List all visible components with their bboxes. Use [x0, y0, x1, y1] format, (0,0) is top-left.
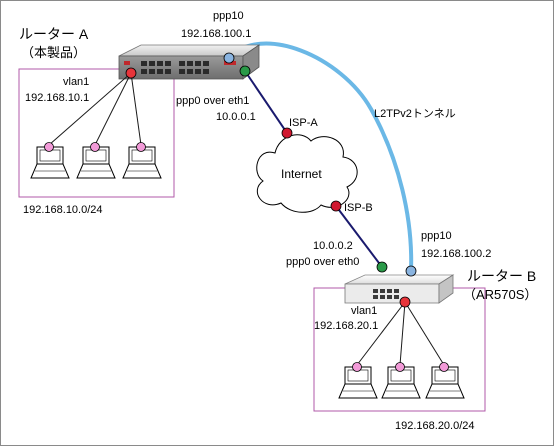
router-b-ppp10-ip: 192.168.100.2: [421, 248, 491, 260]
router-a-wan-port: [239, 65, 251, 77]
internet-cloud: [256, 134, 358, 213]
isp-b-node: [330, 200, 342, 212]
router-b-vlan-port: [399, 296, 411, 308]
pc-b-2: [381, 366, 421, 399]
lan-a-links: [48, 72, 142, 146]
wan-link-a: [244, 70, 288, 134]
router-a-name: ルーター A: [19, 26, 89, 42]
router-b-vlan-label: vlan1: [351, 305, 377, 317]
pc-b-3: [425, 366, 465, 399]
router-b-name: ルーター B: [467, 268, 536, 284]
router-a-ppp-port: [223, 52, 235, 64]
pc-a-3: [122, 146, 162, 179]
pc-a-2: [76, 146, 116, 179]
pc-a-1: [30, 146, 70, 179]
lan-b-links: [356, 301, 445, 366]
router-b-wan-port: [376, 261, 388, 273]
router-b-ppp-port: [405, 265, 417, 277]
router-b-wan-label: ppp0 over eth0: [286, 256, 359, 268]
tunnel-label: L2TPv2トンネル: [374, 107, 456, 120]
router-a-device: [118, 44, 261, 80]
isp-a-label: ISP-A: [289, 117, 318, 129]
wan-link-b: [335, 205, 383, 268]
router-a-wan-label: ppp0 over eth1: [176, 95, 249, 107]
router-a-vlan-label: vlan1: [63, 76, 89, 88]
router-b-ppp10-label: ppp10: [421, 230, 452, 242]
router-b-wan-ip: 10.0.0.2: [313, 240, 353, 252]
router-b-device: [344, 274, 455, 304]
pc-port-nodes: [44, 142, 449, 372]
isp-b-label: ISP-B: [344, 202, 373, 214]
router-a-ppp10-ip: 192.168.100.1: [181, 28, 251, 40]
pc-b-1: [338, 366, 378, 399]
internet-label: Internet: [281, 167, 322, 181]
router-a-wan-ip: 10.0.0.1: [216, 111, 256, 123]
lan-a-box: [18, 68, 175, 198]
l2tp-tunnel-line: [227, 41, 414, 273]
router-a-vlan-ip: 192.168.10.1: [25, 92, 89, 104]
router-a-subtitle: （本製品）: [21, 45, 86, 60]
router-a-vlan-port: [125, 67, 137, 79]
router-b-model: （AR570S）: [463, 287, 537, 302]
router-a-ppp10-label: ppp10: [213, 10, 244, 22]
lan-b-subnet: 192.168.20.0/24: [395, 420, 475, 432]
isp-a-node: [281, 127, 293, 139]
lan-a-subnet: 192.168.10.0/24: [23, 204, 103, 216]
router-b-vlan-ip: 192.168.20.1: [314, 320, 378, 332]
